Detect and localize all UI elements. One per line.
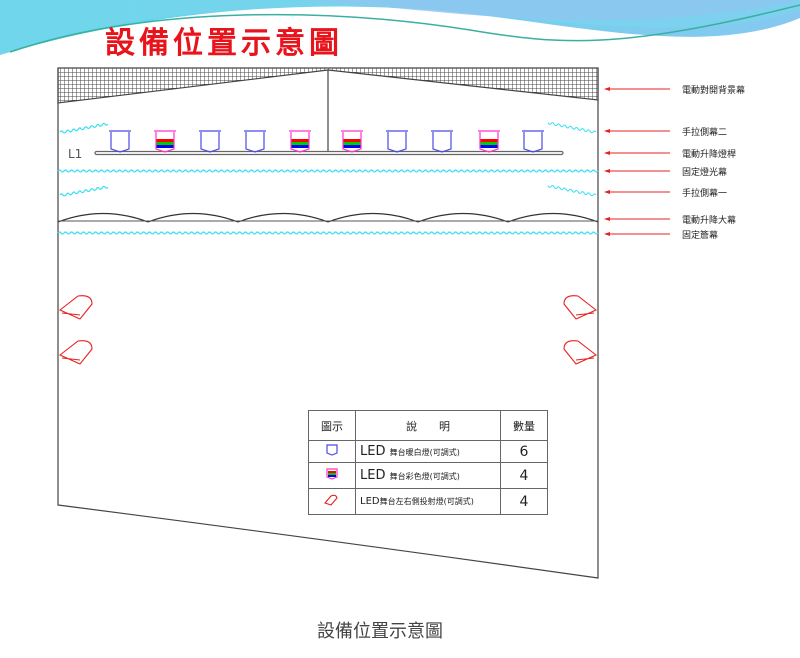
arrow-head-icon xyxy=(604,87,610,91)
legend-header-qty: 數量 xyxy=(500,410,548,441)
legend-desc: 舞台彩色燈 xyxy=(389,472,430,481)
color-band xyxy=(343,139,361,142)
color-band xyxy=(480,139,498,142)
table-row: LED 舞台彩色燈(可調式) 4 xyxy=(308,462,548,489)
color-band xyxy=(291,142,309,145)
warm-white-light-icon xyxy=(326,444,338,456)
arrow-head-icon xyxy=(604,169,610,173)
legend-qty: 6 xyxy=(500,440,548,463)
legend-desc: 舞台暖白燈 xyxy=(389,448,430,457)
side-spotlight-icon xyxy=(324,494,338,506)
main-curtain-arc xyxy=(417,212,509,223)
side-curtain-1-left xyxy=(59,185,109,197)
stage-outline xyxy=(57,67,599,579)
main-curtain-arc xyxy=(57,212,149,223)
light-bar-label: L1 xyxy=(68,147,83,161)
arrow-head-icon xyxy=(604,217,610,221)
arrow-head-icon xyxy=(604,232,610,236)
legend-desc-suffix: (可調式) xyxy=(429,472,460,481)
warm-white-light-icon xyxy=(199,130,221,153)
side-curtain-2-left xyxy=(59,122,109,134)
side-spotlight-icon xyxy=(58,340,93,365)
color-band xyxy=(343,142,361,145)
color-light-icon xyxy=(326,468,338,480)
color-band xyxy=(343,145,361,148)
arrow-head-icon xyxy=(604,190,610,194)
label-main-curtain: 電動升降大幕 xyxy=(682,216,737,226)
color-band xyxy=(480,142,498,145)
legend-header-icon: 圖示 xyxy=(308,410,356,441)
main-curtain-arc xyxy=(507,212,599,223)
label-valance: 固定簷幕 xyxy=(682,231,719,241)
page-title: 設備位置示意圖 xyxy=(105,26,343,61)
legend-desc-prefix: LED xyxy=(360,468,386,483)
warm-white-light-icon xyxy=(244,130,266,153)
color-band xyxy=(480,145,498,148)
color-light-icon xyxy=(289,130,311,153)
warm-white-light-icon xyxy=(522,130,544,153)
main-curtain-arc xyxy=(327,212,419,223)
legend-qty: 4 xyxy=(500,488,548,515)
legend-desc-prefix: LED xyxy=(360,496,380,507)
side-spotlight-icon xyxy=(563,295,598,320)
label-light-bar: 電動升降燈桿 xyxy=(682,150,737,160)
side-spotlight-icon xyxy=(58,295,93,320)
legend-desc-prefix: LED xyxy=(360,444,386,459)
color-band xyxy=(291,139,309,142)
header-swoosh xyxy=(0,0,800,55)
side-spotlight-icon xyxy=(563,340,598,365)
label-rear-curtain: 電動對開背景幕 xyxy=(682,86,746,96)
color-band xyxy=(291,145,309,148)
warm-white-light-icon xyxy=(386,130,408,153)
legend-desc-suffix: (可調式) xyxy=(429,448,460,457)
arrow-head-icon xyxy=(604,129,610,133)
label-light-curtain: 固定燈光幕 xyxy=(682,168,728,178)
legend-desc: 舞台左右側投射燈 xyxy=(379,497,444,506)
color-band xyxy=(156,139,174,142)
color-band xyxy=(156,145,174,148)
side-curtain-1-right xyxy=(547,185,597,197)
color-light-icon xyxy=(478,130,500,153)
warm-white-light-icon xyxy=(431,130,453,153)
table-row: LED舞台左右側投射燈(可調式) 4 xyxy=(308,488,548,515)
color-light-icon xyxy=(341,130,363,153)
main-curtain-arc xyxy=(147,212,239,223)
main-curtain-arc xyxy=(237,212,329,223)
legend-table: 圖示 說 明 數量 LED 舞台暖白燈(可調式) 6 LED 舞台彩色燈(可調式… xyxy=(308,410,548,515)
color-band xyxy=(156,142,174,145)
figure-caption: 設備位置示意圖 xyxy=(317,621,443,642)
color-light-icon xyxy=(154,130,176,153)
legend-desc-suffix: (可調式) xyxy=(443,497,474,506)
side-curtain-2-right xyxy=(547,122,597,134)
valance-wave xyxy=(57,231,599,235)
legend-header-desc: 說 明 xyxy=(355,410,501,441)
label-side-curtain-1: 手拉側幕一 xyxy=(682,189,728,199)
light-curtain-wave xyxy=(57,169,599,173)
arrow-head-icon xyxy=(604,151,610,155)
table-row: LED 舞台暖白燈(可調式) 6 xyxy=(308,440,548,463)
legend-qty: 4 xyxy=(500,462,548,489)
warm-white-light-icon xyxy=(109,130,131,153)
label-side-curtain-2: 手拉側幕二 xyxy=(682,128,728,138)
